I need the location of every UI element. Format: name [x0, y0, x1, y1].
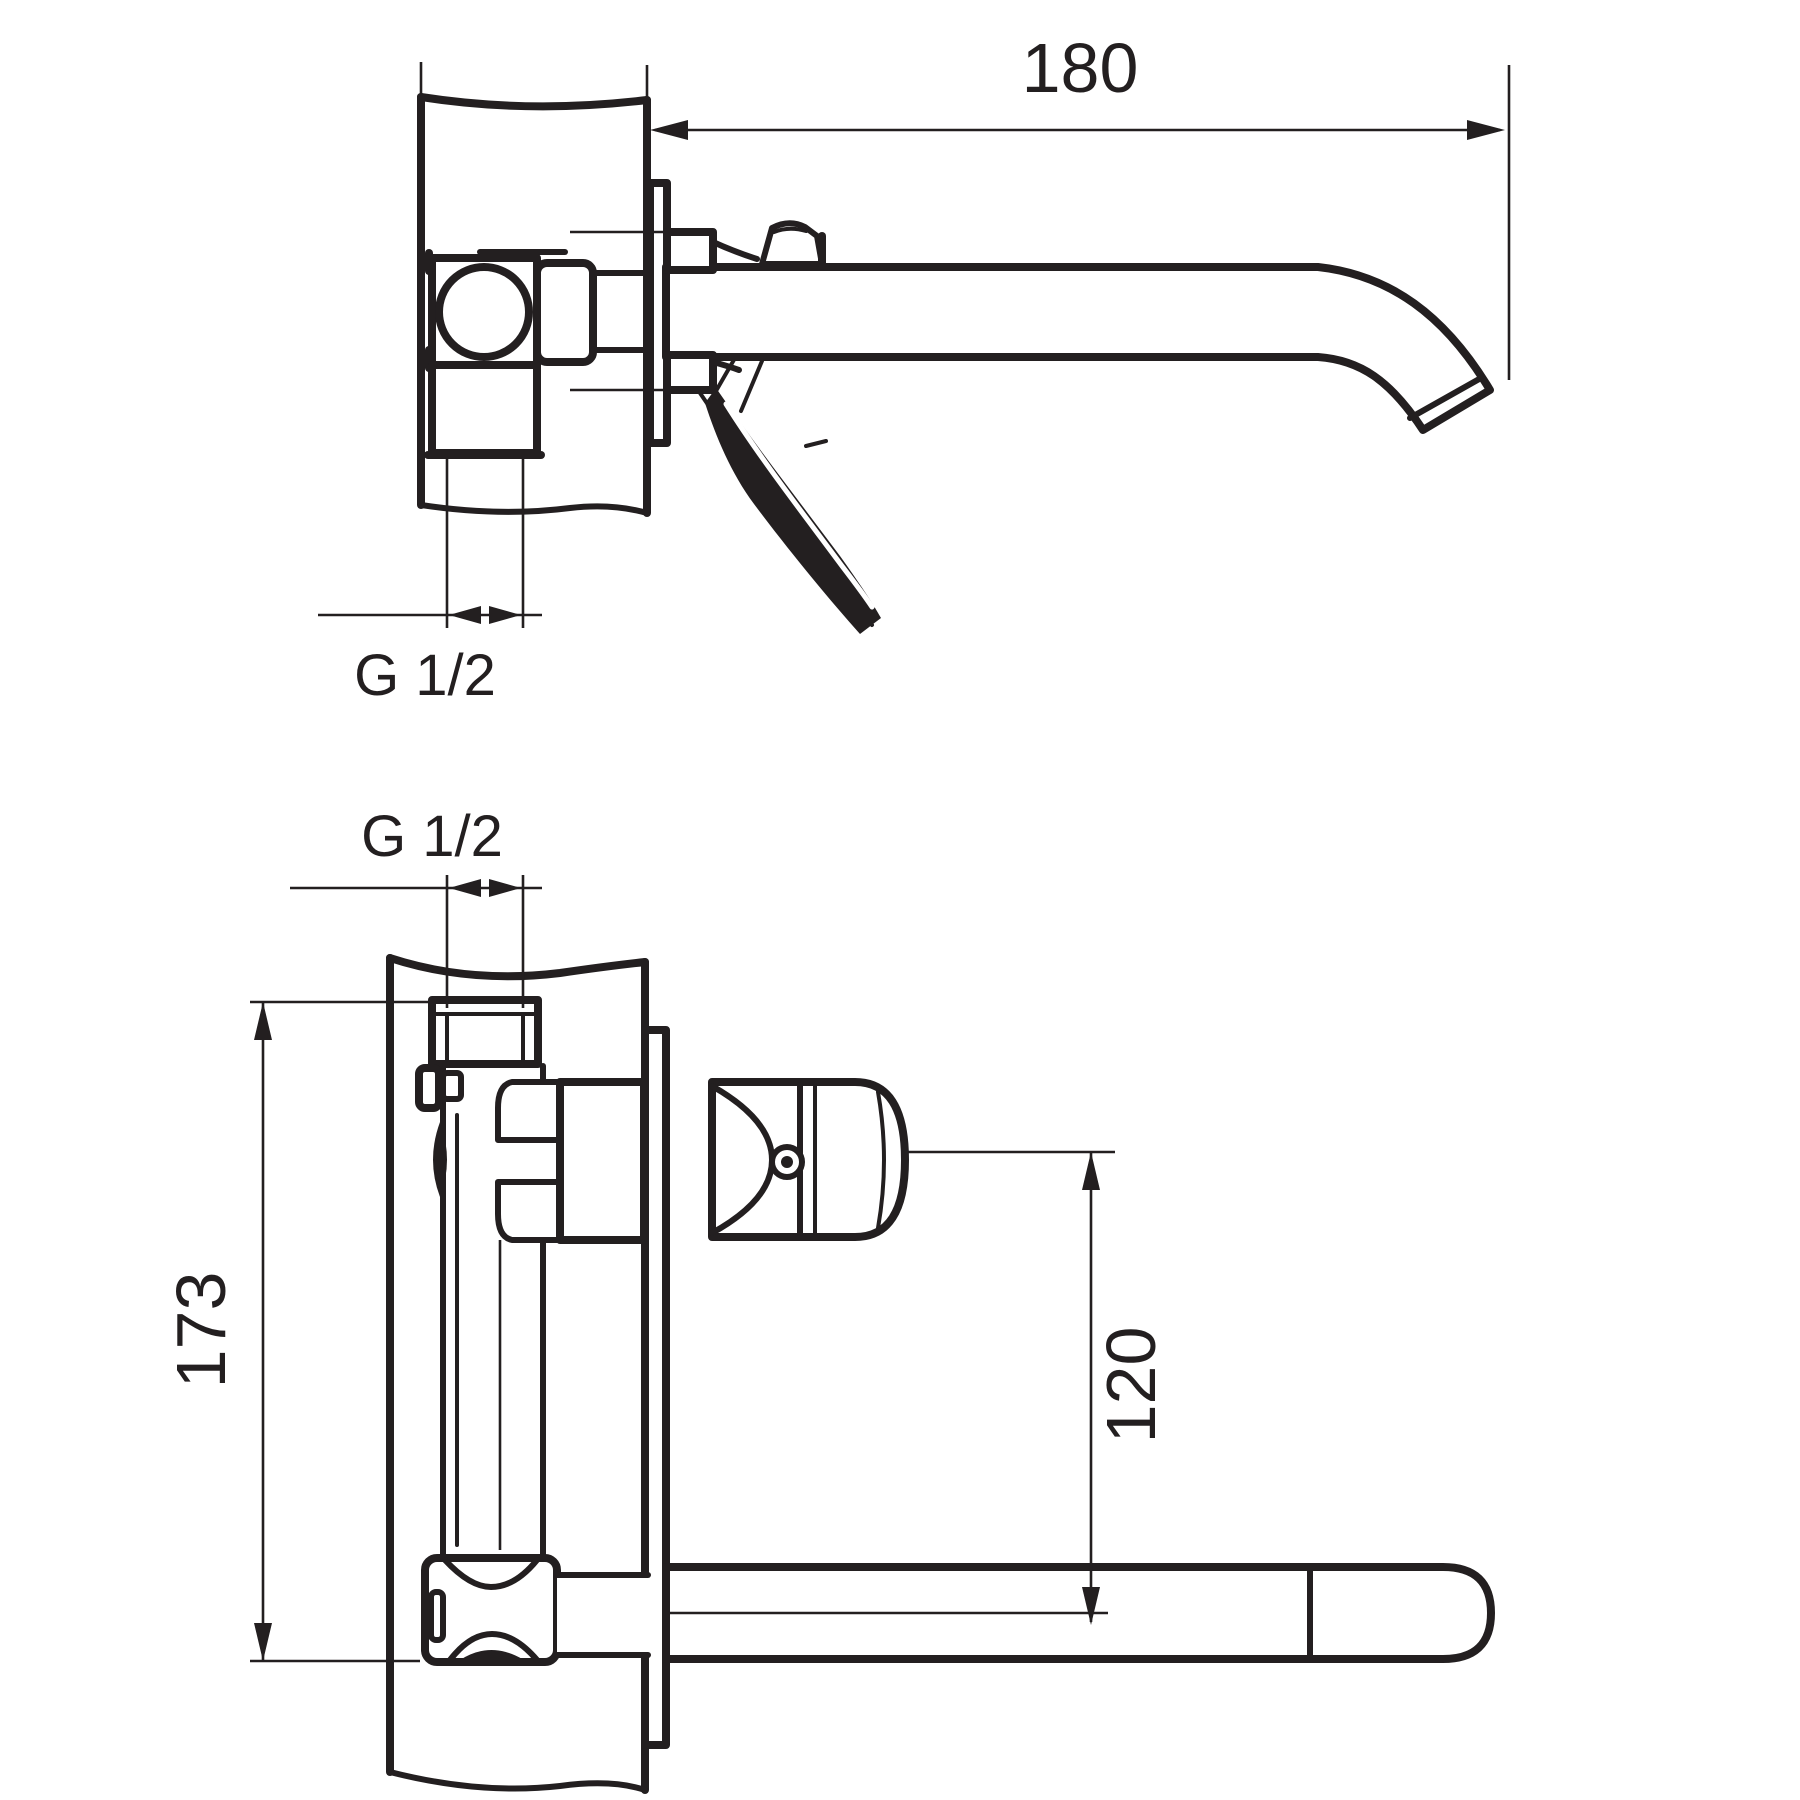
- dimension-g12-side: G 1/2: [318, 457, 542, 708]
- arrowhead-up: [254, 1002, 272, 1040]
- handle-knob-assembly: [708, 1078, 909, 1241]
- arrowhead-down: [1082, 1587, 1100, 1625]
- inlet-bore-circle: [435, 263, 533, 361]
- cartridge-housing: [556, 1078, 648, 1244]
- plan-view: G 1/2 173 120: [162, 804, 1495, 1794]
- clamp-tab-outer: [415, 1064, 443, 1112]
- concealed-body-side: [424, 249, 653, 459]
- side-elevation-view: 180 G 1/2: [318, 29, 1511, 708]
- arrowhead-left: [449, 606, 481, 624]
- upper-mount-block: [663, 228, 717, 274]
- arrowhead-up: [1082, 1152, 1100, 1190]
- lower-union-block: [428, 361, 541, 457]
- cartridge-collar: [495, 1079, 563, 1243]
- weep-detail: [433, 1122, 447, 1197]
- handle-pivot-lug: [759, 220, 826, 270]
- dimension-173: 173: [162, 1000, 430, 1663]
- elbow-fitting: [421, 1554, 561, 1666]
- set-screw-inner: [781, 1156, 793, 1168]
- arrowhead-right: [489, 606, 521, 624]
- dimension-g12-plan: G 1/2: [290, 804, 542, 1008]
- spout-side: [662, 263, 1494, 434]
- lever-handle-side: [698, 356, 881, 634]
- arrowhead-right: [489, 879, 521, 897]
- escutcheon-flange-plan: [641, 1026, 670, 1749]
- inlet-nut: [428, 996, 542, 1068]
- lower-mount-block: [663, 351, 717, 394]
- mounting-blocks-side: [570, 228, 760, 394]
- dimension-120: 120: [668, 1150, 1170, 1625]
- dimension-label-g12-plan: G 1/2: [361, 804, 503, 869]
- spout-neck-plan: [554, 1572, 651, 1658]
- aerator-line: [1407, 375, 1484, 421]
- collar-mask: [495, 1082, 561, 1240]
- arrowhead-left: [650, 120, 688, 140]
- arrowhead-down: [254, 1623, 272, 1661]
- dimension-180: 180: [650, 29, 1511, 380]
- arrowhead-right: [1467, 120, 1505, 140]
- dimension-label-173: 173: [162, 1272, 240, 1389]
- valve-block-side: [533, 259, 597, 366]
- arrowhead-left: [449, 879, 481, 897]
- clamp-tab-inner: [440, 1070, 464, 1102]
- dimension-label-g12-side: G 1/2: [354, 643, 496, 708]
- dimension-label-120: 120: [1092, 1327, 1170, 1444]
- dimension-label-180: 180: [1022, 29, 1139, 107]
